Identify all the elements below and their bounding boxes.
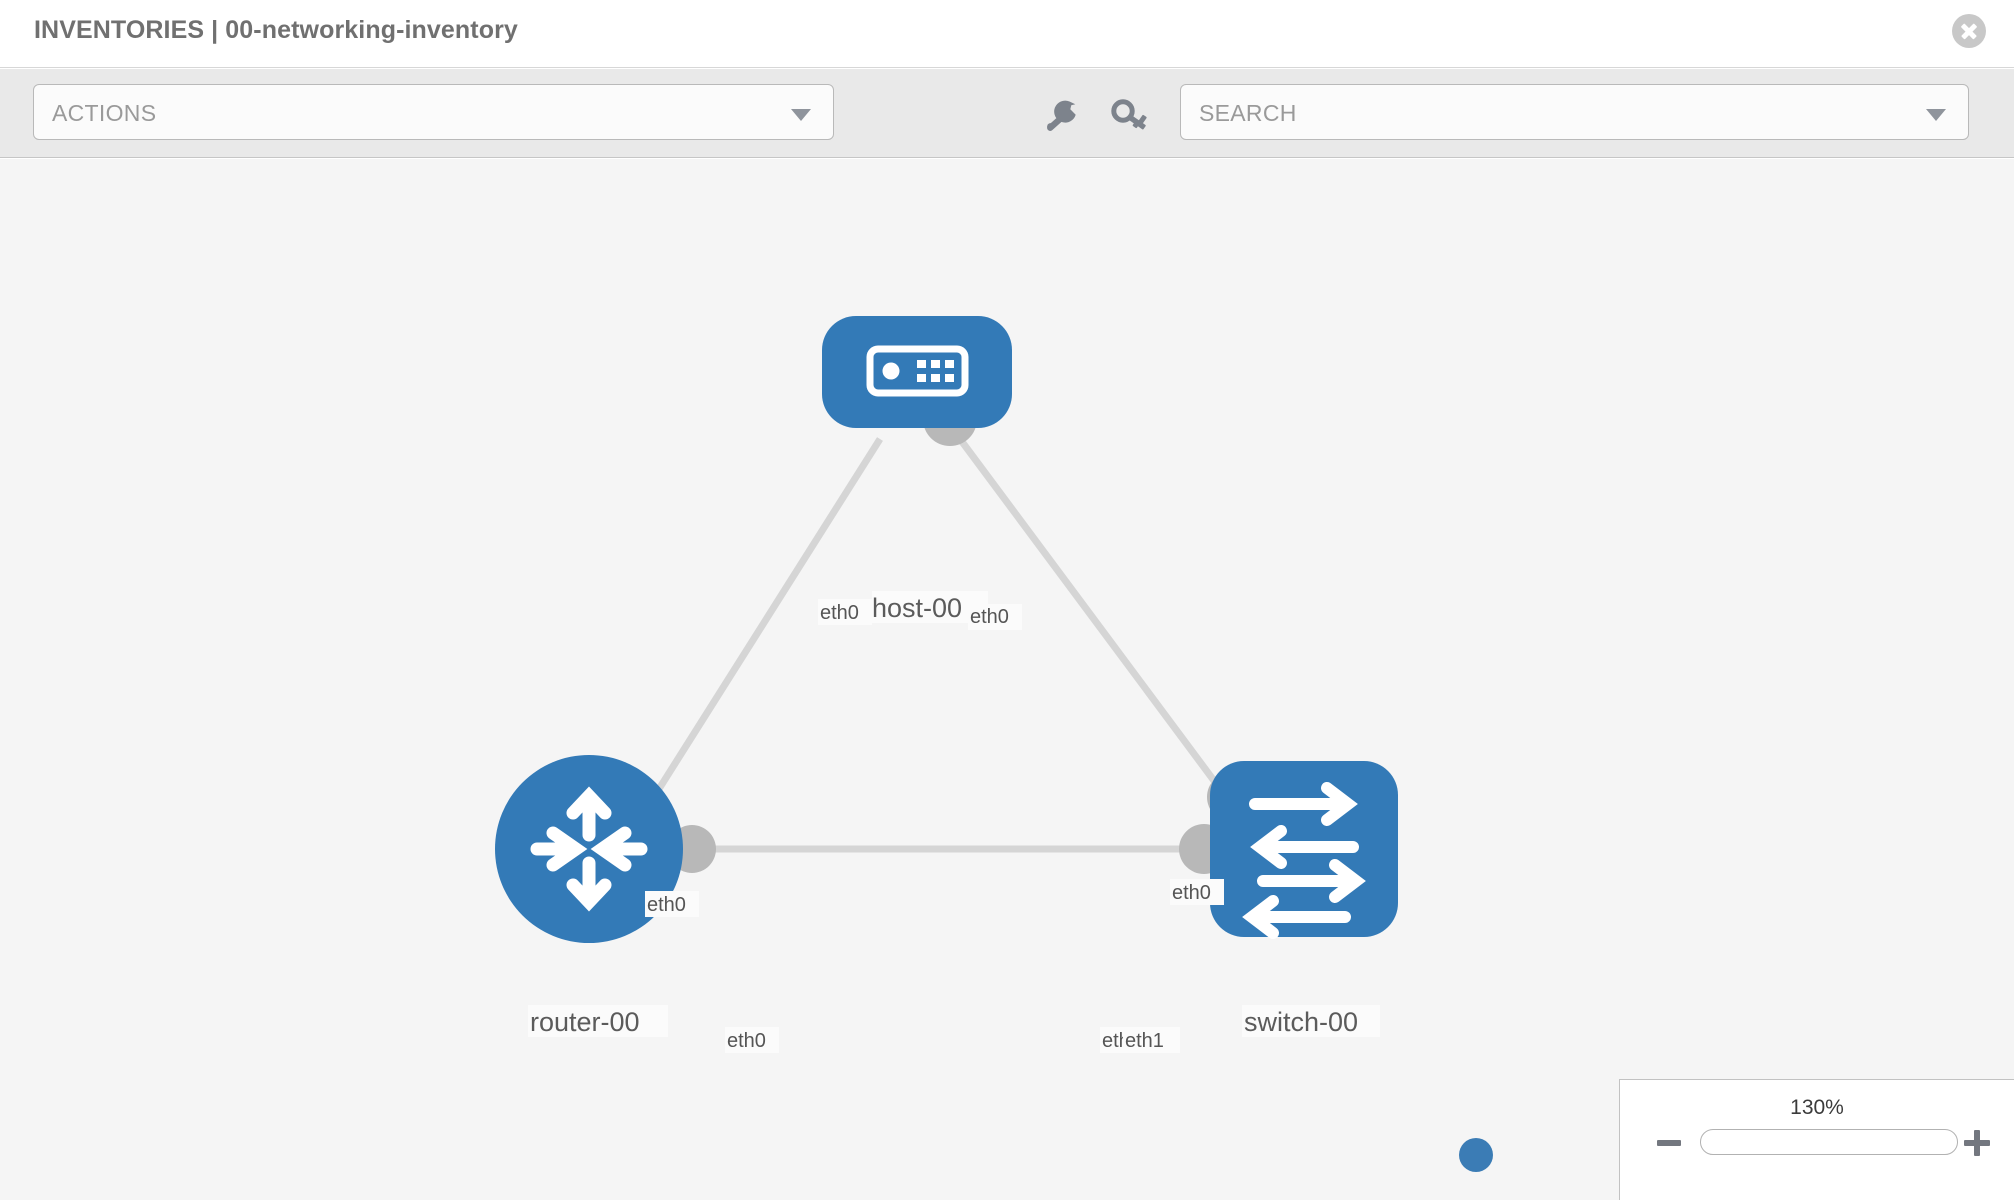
plus-icon-bar-v — [1974, 1130, 1980, 1156]
minus-icon-bar — [1657, 1140, 1681, 1146]
zoom-level-label: 130% — [1790, 1096, 1844, 1119]
link-host-router[interactable] — [637, 437, 883, 821]
key-icon[interactable] — [1108, 95, 1152, 135]
node-router-00[interactable]: router-00 — [495, 755, 683, 1037]
iface-label-host-left: eth0 — [820, 602, 859, 624]
search-placeholder: SEARCH — [1199, 100, 1297, 126]
switch-arrows-icon — [1242, 782, 1366, 939]
page-title: INVENTORIES | 00-networking-inventory — [34, 16, 518, 44]
zoom-slider-track[interactable] — [1700, 1129, 1958, 1155]
chevron-down-icon — [1926, 109, 1946, 121]
server-icon — [866, 345, 969, 397]
iface-label-switch-left: eth1 — [1125, 1030, 1164, 1052]
interface-labels: eth0 eth0 eth0 eth0 eth0 eth eth1 — [645, 599, 1224, 1053]
zoom-slider-thumb[interactable] — [1459, 1138, 1493, 1172]
iface-label-router-upper: eth0 — [647, 894, 686, 916]
node-switch-00-label: switch-00 — [1244, 1007, 1358, 1037]
node-host-00-label: host-00 — [872, 593, 962, 623]
iface-label-switch-left-occluded: eth — [1102, 1030, 1130, 1052]
chevron-down-icon — [791, 109, 811, 121]
four-way-arrow-icon — [530, 786, 648, 912]
link-host-switch[interactable] — [957, 436, 1238, 812]
close-icon[interactable] — [1952, 14, 1986, 48]
toolbar: ACTIONS SEARCH — [0, 69, 2014, 158]
search-input[interactable]: SEARCH — [1180, 84, 1969, 140]
zoom-control-panel: 130% — [1619, 1079, 2014, 1200]
topology-canvas[interactable]: host-00 router-00 — [0, 159, 2014, 1200]
iface-label-switch-upper: eth0 — [1172, 882, 1211, 904]
actions-dropdown[interactable]: ACTIONS — [33, 84, 834, 140]
iface-label-host-right: eth0 — [970, 606, 1009, 628]
wrench-icon[interactable] — [1040, 95, 1084, 135]
node-host-00-shape[interactable] — [822, 316, 1012, 428]
plus-icon[interactable] — [1962, 1128, 1992, 1158]
node-router-00-shape[interactable] — [495, 755, 683, 943]
iface-label-router-right: eth0 — [727, 1030, 766, 1052]
page-header: INVENTORIES | 00-networking-inventory — [0, 0, 2014, 68]
node-switch-00[interactable]: switch-00 — [1210, 761, 1398, 1037]
topology-links — [637, 436, 1238, 853]
node-host-00[interactable]: host-00 — [822, 316, 1012, 623]
node-router-00-label: router-00 — [530, 1007, 640, 1037]
actions-dropdown-label: ACTIONS — [52, 100, 157, 126]
topology-graph: host-00 router-00 — [495, 316, 1398, 1053]
minus-icon[interactable] — [1654, 1128, 1684, 1158]
